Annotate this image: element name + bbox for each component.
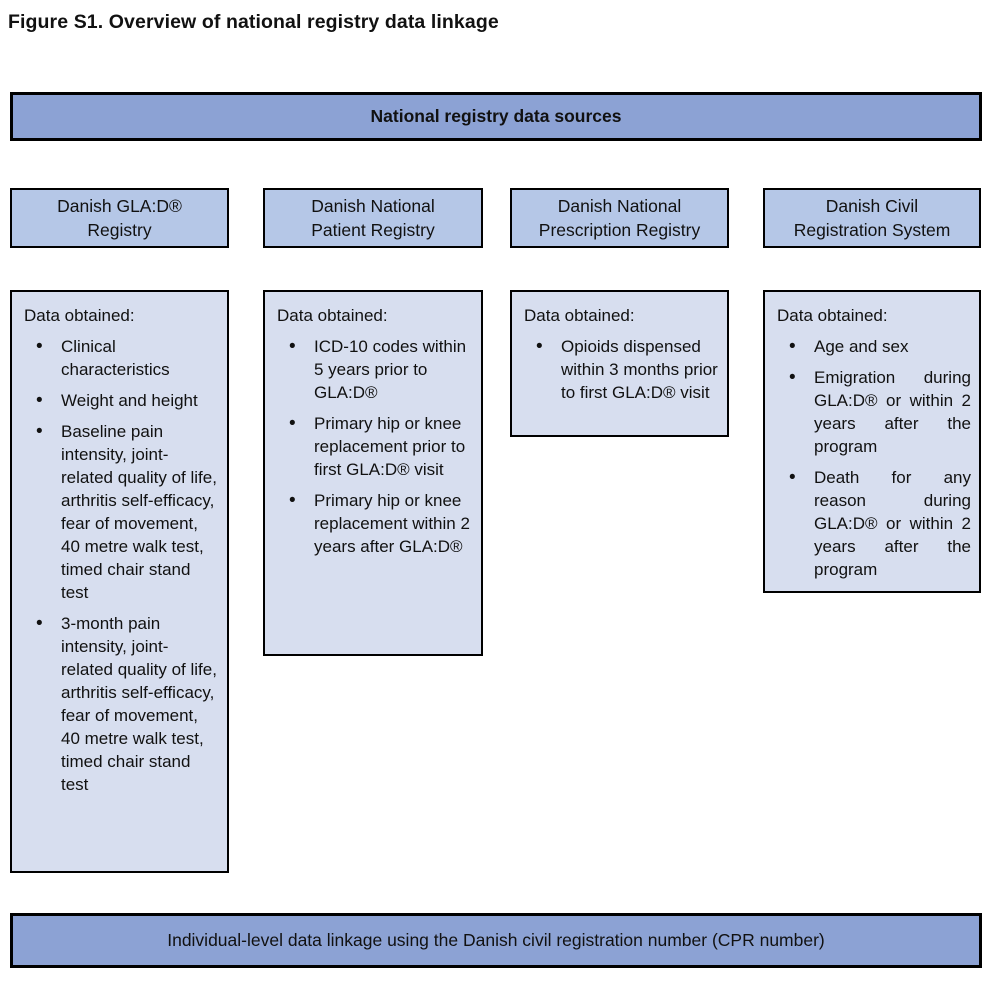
national-registry-data-sources-bar: National registry data sources: [10, 92, 982, 141]
registry-header-glad: Danish GLA:D® Registry: [10, 188, 229, 248]
data-item: Baseline pain intensity, joint-related q…: [24, 420, 219, 604]
data-box-glad: Data obtained: Clinical characteristicsW…: [10, 290, 229, 873]
registry-name: Danish National Patient Registry: [311, 196, 435, 240]
data-item: ICD-10 codes within 5 years prior to GLA…: [277, 335, 473, 404]
figure-title: Figure S1. Overview of national registry…: [8, 11, 499, 33]
data-obtained-label: Data obtained:: [277, 306, 388, 325]
registry-name: Danish National Prescription Registry: [538, 196, 701, 240]
bottom-bar-label: Individual-level data linkage using the …: [167, 930, 825, 950]
registry-header-national-prescription: Danish National Prescription Registry: [510, 188, 729, 248]
data-item: Emigration during GLA:D® or within 2 yea…: [777, 366, 971, 458]
data-item: Opioids dispensed within 3 months prior …: [524, 335, 719, 404]
data-items-list: Clinical characteristicsWeight and heigh…: [24, 335, 219, 796]
registry-name: Danish GLA:D® Registry: [57, 196, 182, 240]
data-items-list: Opioids dispensed within 3 months prior …: [524, 335, 719, 404]
data-items-list: ICD-10 codes within 5 years prior to GLA…: [277, 335, 473, 558]
data-item: Clinical characteristics: [24, 335, 219, 381]
top-bar-label: National registry data sources: [370, 106, 622, 126]
data-item: Primary hip or knee replacement prior to…: [277, 412, 473, 481]
data-box-civil-registration: Data obtained: Age and sexEmigration dur…: [763, 290, 981, 593]
data-item: Primary hip or knee replacement within 2…: [277, 489, 473, 558]
data-item: Weight and height: [24, 389, 219, 412]
data-items-list: Age and sexEmigration during GLA:D® or w…: [777, 335, 971, 581]
data-item: Death for any reason during GLA:D® or wi…: [777, 466, 971, 581]
registry-header-national-patient: Danish National Patient Registry: [263, 188, 483, 248]
data-obtained-label: Data obtained:: [777, 306, 888, 325]
data-box-national-patient: Data obtained: ICD-10 codes within 5 yea…: [263, 290, 483, 656]
data-box-national-prescription: Data obtained: Opioids dispensed within …: [510, 290, 729, 437]
data-item: Age and sex: [777, 335, 971, 358]
registry-name: Danish Civil Registration System: [793, 196, 951, 240]
cpr-linkage-bar: Individual-level data linkage using the …: [10, 913, 982, 968]
data-obtained-label: Data obtained:: [524, 306, 635, 325]
data-obtained-label: Data obtained:: [24, 306, 135, 325]
data-item: 3-month pain intensity, joint-related qu…: [24, 612, 219, 796]
registry-header-civil-registration: Danish Civil Registration System: [763, 188, 981, 248]
